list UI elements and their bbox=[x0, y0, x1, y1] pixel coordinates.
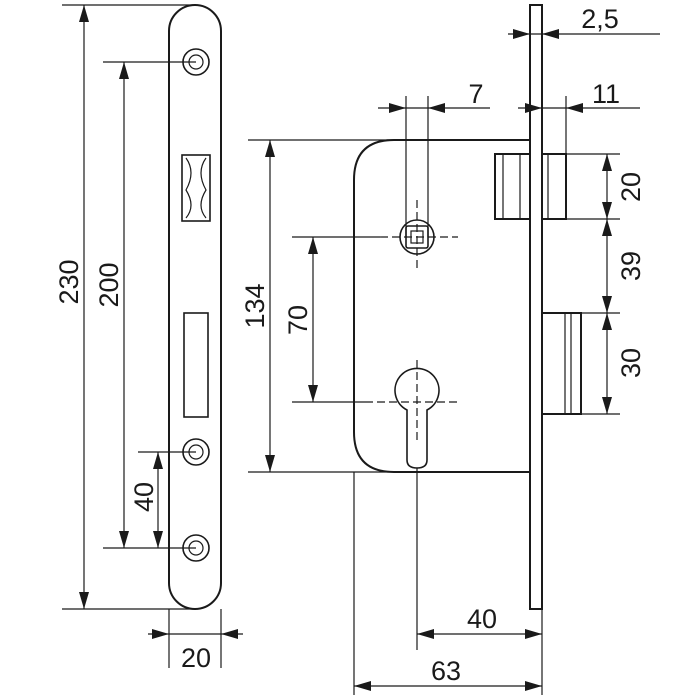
dimension-body-height: 134 bbox=[240, 140, 275, 472]
overall-height-label: 230 bbox=[54, 259, 84, 304]
backset-label: 63 bbox=[431, 656, 461, 686]
forend-plate-side bbox=[529, 4, 543, 610]
front-plate bbox=[168, 4, 222, 610]
dimension-backset: 63 bbox=[354, 656, 542, 691]
dimension-latch-gap: 39 bbox=[602, 219, 646, 313]
bolt-opening bbox=[183, 312, 209, 418]
lock-body-view: 134 70 7 2,5 11 bbox=[240, 4, 660, 695]
lower-hole-spacing-label: 40 bbox=[129, 482, 159, 512]
plate-width-label: 20 bbox=[181, 643, 211, 673]
dimension-cylinder-offset: 40 bbox=[417, 604, 542, 639]
body-height-label: 134 bbox=[240, 283, 270, 328]
dimension-bolt-height: 30 bbox=[602, 313, 646, 414]
center-distance-label: 70 bbox=[283, 305, 313, 335]
dimension-plate-width: 20 bbox=[148, 629, 243, 673]
latch-projection-label: 11 bbox=[592, 79, 620, 109]
dimension-center-distance: 70 bbox=[283, 237, 318, 402]
dimension-latch-height: 20 bbox=[602, 154, 646, 219]
dimension-latch-projection: 11 bbox=[518, 79, 640, 113]
cylinder-offset-label: 40 bbox=[467, 604, 497, 634]
latch-bolt bbox=[494, 153, 567, 220]
latch-height-label: 20 bbox=[616, 172, 646, 202]
bolt-height-label: 30 bbox=[616, 348, 646, 378]
hole-spacing-label: 200 bbox=[94, 262, 124, 307]
dimension-spindle-square: 7 bbox=[378, 79, 490, 113]
cylinder-cutout bbox=[394, 367, 440, 469]
dimension-lower-hole-spacing: 40 bbox=[129, 452, 163, 548]
dimension-hole-spacing: 200 bbox=[94, 62, 129, 548]
front-plate-view: 230 200 40 20 bbox=[54, 4, 243, 673]
dimension-overall-height: 230 bbox=[54, 5, 89, 609]
latch-opening bbox=[181, 154, 211, 222]
dimension-plate-thickness: 2,5 bbox=[508, 4, 660, 39]
latch-gap-label: 39 bbox=[616, 251, 646, 281]
dead-bolt bbox=[541, 312, 582, 415]
spindle-square-label: 7 bbox=[468, 79, 483, 109]
plate-thickness-label: 2,5 bbox=[581, 4, 619, 34]
